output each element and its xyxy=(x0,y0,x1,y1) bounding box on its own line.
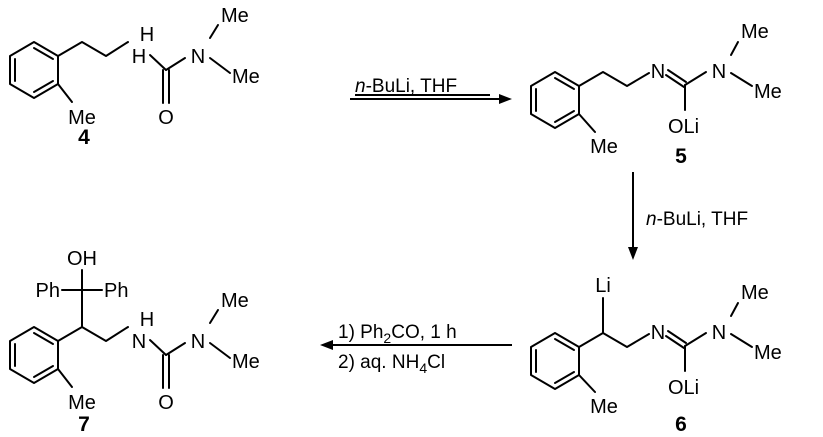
compound-7-bonds xyxy=(9,269,231,389)
reaction-step-1-italic: n xyxy=(355,76,366,97)
reaction-step-3-line-1: 1) Ph2CO, 1 h xyxy=(338,322,457,346)
compound-7-phenyl-right: Ph xyxy=(104,280,128,302)
reaction-step-3-line-2-suffix: Cl xyxy=(427,352,445,373)
compound-6-amine-nitrogen: N xyxy=(712,322,726,344)
arrow-step-1-head xyxy=(499,94,512,104)
reaction-step-1-conditions: n-BuLi, THF xyxy=(355,76,457,97)
arrow-step-3-head xyxy=(320,340,333,350)
compound-7-number: 7 xyxy=(78,413,90,436)
compound-6-aryl-methyl: Me xyxy=(590,396,618,418)
compound-5-methyl-right: Me xyxy=(754,81,782,103)
compound-6-lithium: Li xyxy=(595,275,611,297)
reaction-step-3-line-2-subscript: 4 xyxy=(419,360,427,376)
compound-5-olithium: OLi xyxy=(668,116,699,138)
compound-7: OH Ph Ph H N N Me Me O Me 7 xyxy=(9,248,260,436)
compound-5-number: 5 xyxy=(675,145,687,168)
compound-7-methyl-top: Me xyxy=(221,290,249,312)
compound-5-imine-nitrogen: N xyxy=(651,61,665,83)
compound-6-olithium: OLi xyxy=(668,377,699,399)
compound-5-bonds xyxy=(530,41,753,133)
compound-4-nh-hydrogen: H xyxy=(140,24,154,46)
arrow-step-2-head xyxy=(628,247,638,260)
compound-5-amine-nitrogen: N xyxy=(712,61,726,83)
compound-6-methyl-top: Me xyxy=(741,282,769,304)
compound-5-aryl-methyl: Me xyxy=(590,136,618,158)
compound-6-methyl-right: Me xyxy=(754,342,782,364)
reaction-step-1: n-BuLi, THF xyxy=(350,76,512,104)
compound-6-imine-nitrogen: N xyxy=(651,322,665,344)
compound-6-number: 6 xyxy=(675,413,687,436)
reaction-step-2-conditions: n-BuLi, THF xyxy=(646,209,748,230)
reaction-step-3-line-1-subscript: 2 xyxy=(383,330,391,346)
compound-7-oxygen: O xyxy=(158,392,174,414)
reaction-step-3-line-2-prefix: 2) aq. NH xyxy=(338,352,419,373)
reaction-step-3-line-1-prefix: 1) Ph xyxy=(338,322,383,343)
compound-5: N N Me Me OLi Me 5 xyxy=(530,21,782,168)
compound-7-phenyl-left: Ph xyxy=(36,280,60,302)
compound-4-bonds xyxy=(9,24,231,104)
reaction-step-1-reagents: -BuLi, THF xyxy=(366,76,458,97)
reaction-step-3-line-1-suffix: CO, 1 h xyxy=(391,322,456,343)
compound-4-oxygen: O xyxy=(158,107,174,129)
compound-7-nh-hydrogen: H xyxy=(140,309,154,331)
compound-7-hydroxyl: OH xyxy=(67,248,97,270)
reaction-step-3-line-2: 2) aq. NH4Cl xyxy=(338,352,445,376)
compound-7-aryl-methyl: Me xyxy=(68,392,96,414)
compound-4: H H N Me Me O Me 4 xyxy=(9,5,260,149)
reaction-step-3: 1) Ph2CO, 1 h 2) aq. NH4Cl xyxy=(320,322,512,376)
compound-6-bonds xyxy=(530,297,753,393)
compound-4-urea-nitrogen: N xyxy=(191,46,205,68)
compound-7-nh-nitrogen: N xyxy=(132,331,146,353)
compound-4-methyl-top: Me xyxy=(221,5,249,27)
reaction-step-2-italic: n xyxy=(646,209,657,230)
reaction-step-2: n-BuLi, THF xyxy=(628,172,748,260)
compound-5-methyl-top: Me xyxy=(741,21,769,43)
compound-4-aryl-methyl: Me xyxy=(68,107,96,129)
compound-4-number: 4 xyxy=(78,126,90,149)
compound-7-urea-nitrogen: N xyxy=(191,331,205,353)
compound-4-methyl-right: Me xyxy=(232,66,260,88)
compound-4-nh-nitrogen: H xyxy=(132,46,146,68)
reaction-step-2-reagents: -BuLi, THF xyxy=(657,209,749,230)
compound-6: Li N N Me Me OLi Me 6 xyxy=(530,275,782,436)
compound-7-methyl-right: Me xyxy=(232,351,260,373)
